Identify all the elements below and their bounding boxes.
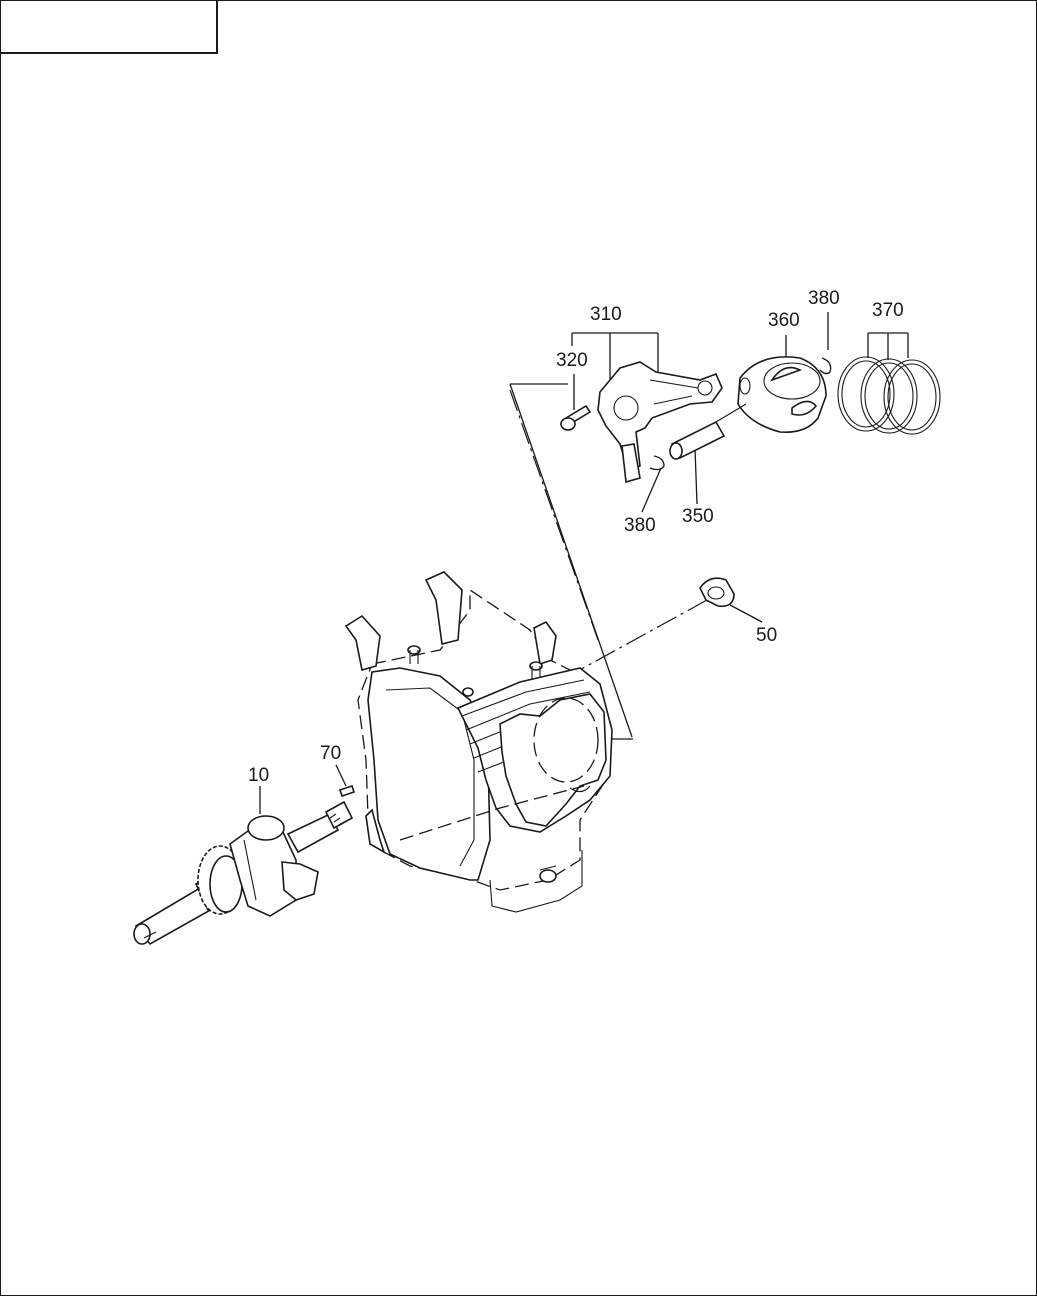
callout-70: 70: [320, 743, 341, 764]
circlip-bottom: [650, 456, 664, 470]
piston-pin: [670, 404, 746, 459]
piston: [738, 357, 826, 432]
callout-360: 360: [768, 310, 800, 331]
callout-350: 350: [682, 506, 714, 527]
rod-bolt: [561, 406, 590, 430]
washer: [700, 578, 734, 606]
callout-380-bottom: 380: [624, 515, 656, 536]
callout-380-top: 380: [808, 288, 840, 309]
callout-310: 310: [590, 304, 622, 325]
callout-320: 320: [556, 350, 588, 371]
crankcase: [346, 572, 612, 912]
circlip-top: [820, 358, 831, 374]
callout-10: 10: [248, 765, 269, 786]
woodruff-key: [340, 786, 354, 796]
piston-rings: [838, 357, 940, 434]
connecting-rod: [598, 362, 722, 482]
callout-50: 50: [756, 625, 777, 646]
crankshaft: [134, 802, 352, 944]
callout-370: 370: [872, 300, 904, 321]
